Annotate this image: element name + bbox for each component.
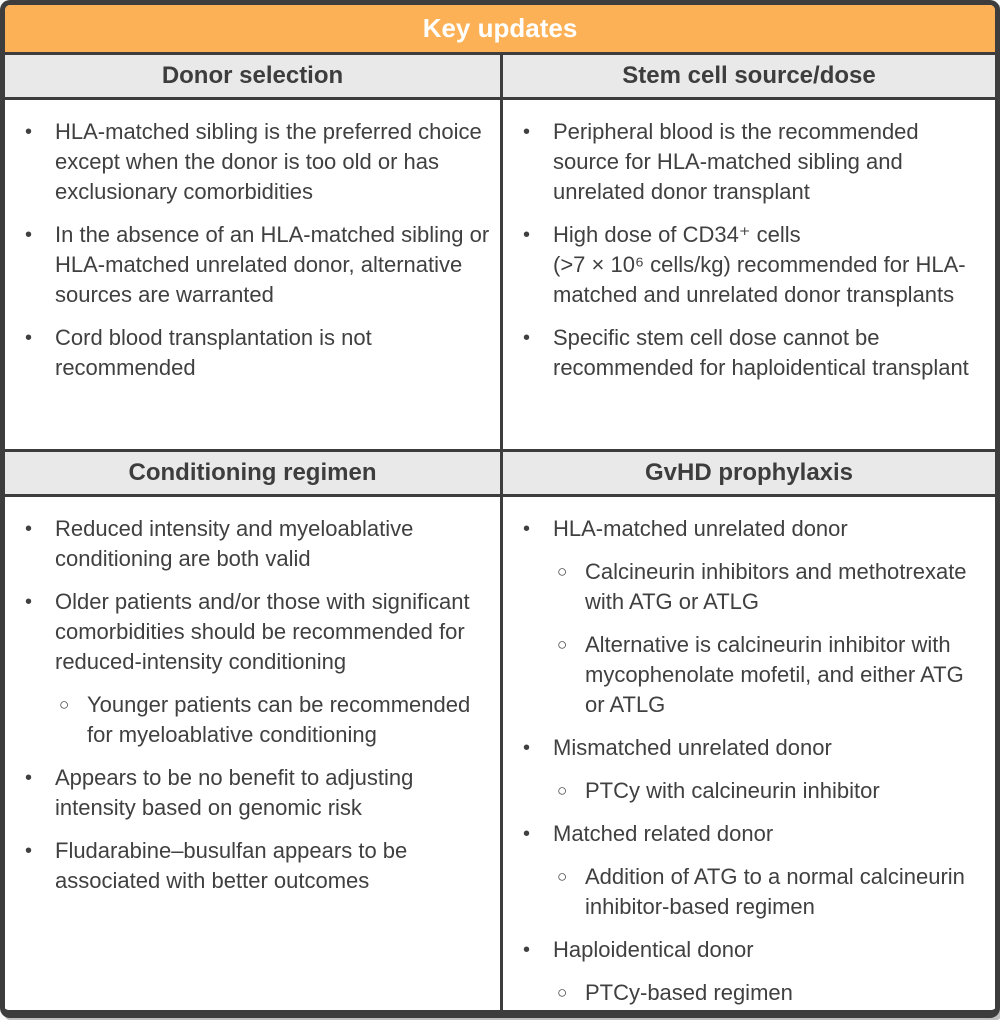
circle-bullet-icon: ○ [557,562,568,581]
section-content-stem-cell-source: • Peripheral blood is the recommended so… [500,97,995,449]
list-item-text: Cord blood transplantation is not recomm… [55,325,372,380]
sub-list-item: ○ Younger patients can be recommended fo… [59,690,490,750]
bullet-icon: • [523,518,531,540]
list-item: • Reduced intensity and myeloablative co… [25,514,490,574]
bullet-list: • HLA-matched sibling is the preferred c… [25,117,490,383]
list-item-text: Reduced intensity and myeloablative cond… [55,516,414,571]
sub-list-item: ○ PTCy with calcineurin inhibitor [557,776,985,806]
list-item: • Specific stem cell dose cannot be reco… [523,323,985,383]
section-header-gvhd-prophylaxis: GvHD prophylaxis [500,449,995,494]
circle-bullet-icon: ○ [557,635,568,654]
sub-list-item-text: Addition of ATG to a normal calcineurin … [585,864,965,919]
bullet-icon: • [25,327,33,349]
bullet-icon: • [523,823,531,845]
sub-bullet-list: ○ Younger patients can be recommended fo… [59,690,490,750]
bullet-list: • Reduced intensity and myeloablative co… [25,514,490,896]
bullet-icon: • [523,224,531,246]
sub-list-item-text: Calcineurin inhibitors and methotrexate … [585,559,967,614]
bullet-list: • Peripheral blood is the recommended so… [523,117,985,383]
list-item: • Haploidentical donor ○ PTCy-based regi… [523,935,985,1008]
list-item-text: HLA-matched unrelated donor [553,516,848,541]
sub-list-item: ○ PTCy-based regimen [557,978,985,1008]
bullet-icon: • [25,767,33,789]
list-item-text: Peripheral blood is the recommended sour… [553,119,919,204]
list-item-text: HLA-matched sibling is the preferred cho… [55,119,482,204]
list-item: • HLA-matched sibling is the preferred c… [25,117,490,207]
bullet-icon: • [25,518,33,540]
bullet-icon: • [523,737,531,759]
list-item-text: High dose of CD34⁺ cells (>7 × 10⁶ cells… [553,222,966,307]
sub-bullet-list: ○ Calcineurin inhibitors and methotrexat… [557,557,985,720]
circle-bullet-icon: ○ [557,983,568,1002]
section-content-conditioning-regimen: • Reduced intensity and myeloablative co… [5,494,500,1010]
bullet-icon: • [523,121,531,143]
sub-list-item-text: PTCy-based regimen [585,980,793,1005]
bullet-icon: • [25,121,33,143]
bullet-icon: • [25,840,33,862]
sub-bullet-list: ○ PTCy-based regimen [557,978,985,1008]
section-content-gvhd-prophylaxis: • HLA-matched unrelated donor ○ Calcineu… [500,494,995,1010]
list-item-text: In the absence of an HLA-matched sibling… [55,222,490,307]
bullet-icon: • [25,591,33,613]
circle-bullet-icon: ○ [557,781,568,800]
sub-list-item: ○ Alternative is calcineurin inhibitor w… [557,630,985,720]
section-header-stem-cell-source: Stem cell source/dose [500,52,995,97]
list-item-text: Older patients and/or those with signifi… [55,589,470,674]
list-item: • Appears to be no benefit to adjusting … [25,763,490,823]
table-title: Key updates [5,5,995,52]
sub-bullet-list: ○ Addition of ATG to a normal calcineuri… [557,862,985,922]
bullet-list: • HLA-matched unrelated donor ○ Calcineu… [523,514,985,1008]
list-item-text: Mismatched unrelated donor [553,735,832,760]
list-item-text: Haploidentical donor [553,937,754,962]
list-item: • Matched related donor ○ Addition of AT… [523,819,985,922]
sub-list-item-text: Younger patients can be recommended for … [87,692,471,747]
sub-list-item: ○ Calcineurin inhibitors and methotrexat… [557,557,985,617]
list-item: • High dose of CD34⁺ cells (>7 × 10⁶ cel… [523,220,985,310]
bullet-icon: • [523,939,531,961]
list-item: • Peripheral blood is the recommended so… [523,117,985,207]
list-item: • Mismatched unrelated donor ○ PTCy with… [523,733,985,806]
bullet-icon: • [25,224,33,246]
list-item: • HLA-matched unrelated donor ○ Calcineu… [523,514,985,720]
bullet-icon: • [523,327,531,349]
list-item: • Fludarabine–busulfan appears to be ass… [25,836,490,896]
sub-list-item-text: PTCy with calcineurin inhibitor [585,778,880,803]
sub-list-item: ○ Addition of ATG to a normal calcineuri… [557,862,985,922]
section-header-conditioning-regimen: Conditioning regimen [5,449,500,494]
sub-list-item-text: Alternative is calcineurin inhibitor wit… [585,632,964,717]
list-item-text: Fludarabine–busulfan appears to be assoc… [55,838,408,893]
list-item-text: Specific stem cell dose cannot be recomm… [553,325,969,380]
list-item-text: Appears to be no benefit to adjusting in… [55,765,414,820]
sub-bullet-list: ○ PTCy with calcineurin inhibitor [557,776,985,806]
section-content-donor-selection: • HLA-matched sibling is the preferred c… [5,97,500,449]
list-item: • Cord blood transplantation is not reco… [25,323,490,383]
list-item: • Older patients and/or those with signi… [25,587,490,750]
list-item: • In the absence of an HLA-matched sibli… [25,220,490,310]
circle-bullet-icon: ○ [59,695,70,714]
list-item-text: Matched related donor [553,821,774,846]
circle-bullet-icon: ○ [557,867,568,886]
section-header-donor-selection: Donor selection [5,52,500,97]
